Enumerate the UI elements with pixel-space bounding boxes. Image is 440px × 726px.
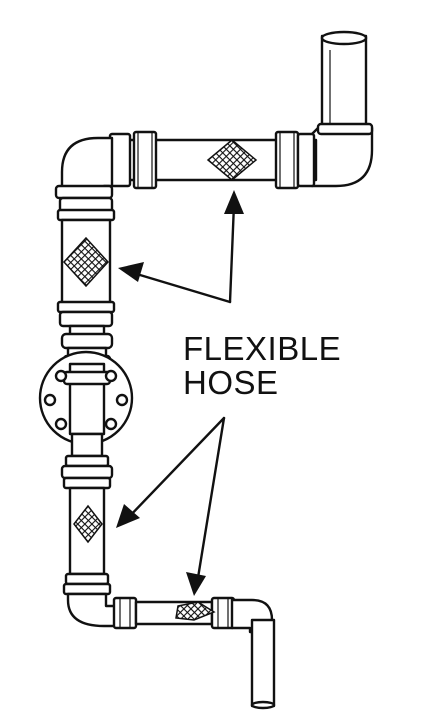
braided-mesh-icon	[175, 601, 216, 621]
arrow-head	[186, 572, 206, 596]
flange-icon	[38, 350, 134, 446]
arrow-icon	[124, 416, 226, 522]
arrow-icon	[228, 202, 236, 304]
bottom-left-elbow	[66, 592, 118, 628]
top-left-elbow	[54, 136, 114, 202]
arrow-head	[224, 190, 244, 214]
arrow-head	[116, 504, 140, 528]
middle-pipe	[60, 432, 114, 490]
braided-mesh-icon	[62, 236, 110, 288]
arrow-icon	[194, 416, 226, 592]
top-right-elbow	[310, 122, 374, 188]
braided-mesh-icon	[73, 504, 103, 544]
top-right-riser-pipe	[320, 30, 368, 134]
bottom-horizontal-pipe	[112, 596, 236, 630]
bottom-right-elbow	[230, 598, 276, 710]
arrow-icon	[128, 270, 232, 304]
arrow-head	[118, 262, 144, 282]
braided-mesh-icon	[206, 139, 258, 181]
flexible-hose-label-line-2: HOSE	[183, 364, 279, 401]
flexible-hose-label-line-1: FLEXIBLE	[183, 330, 342, 367]
